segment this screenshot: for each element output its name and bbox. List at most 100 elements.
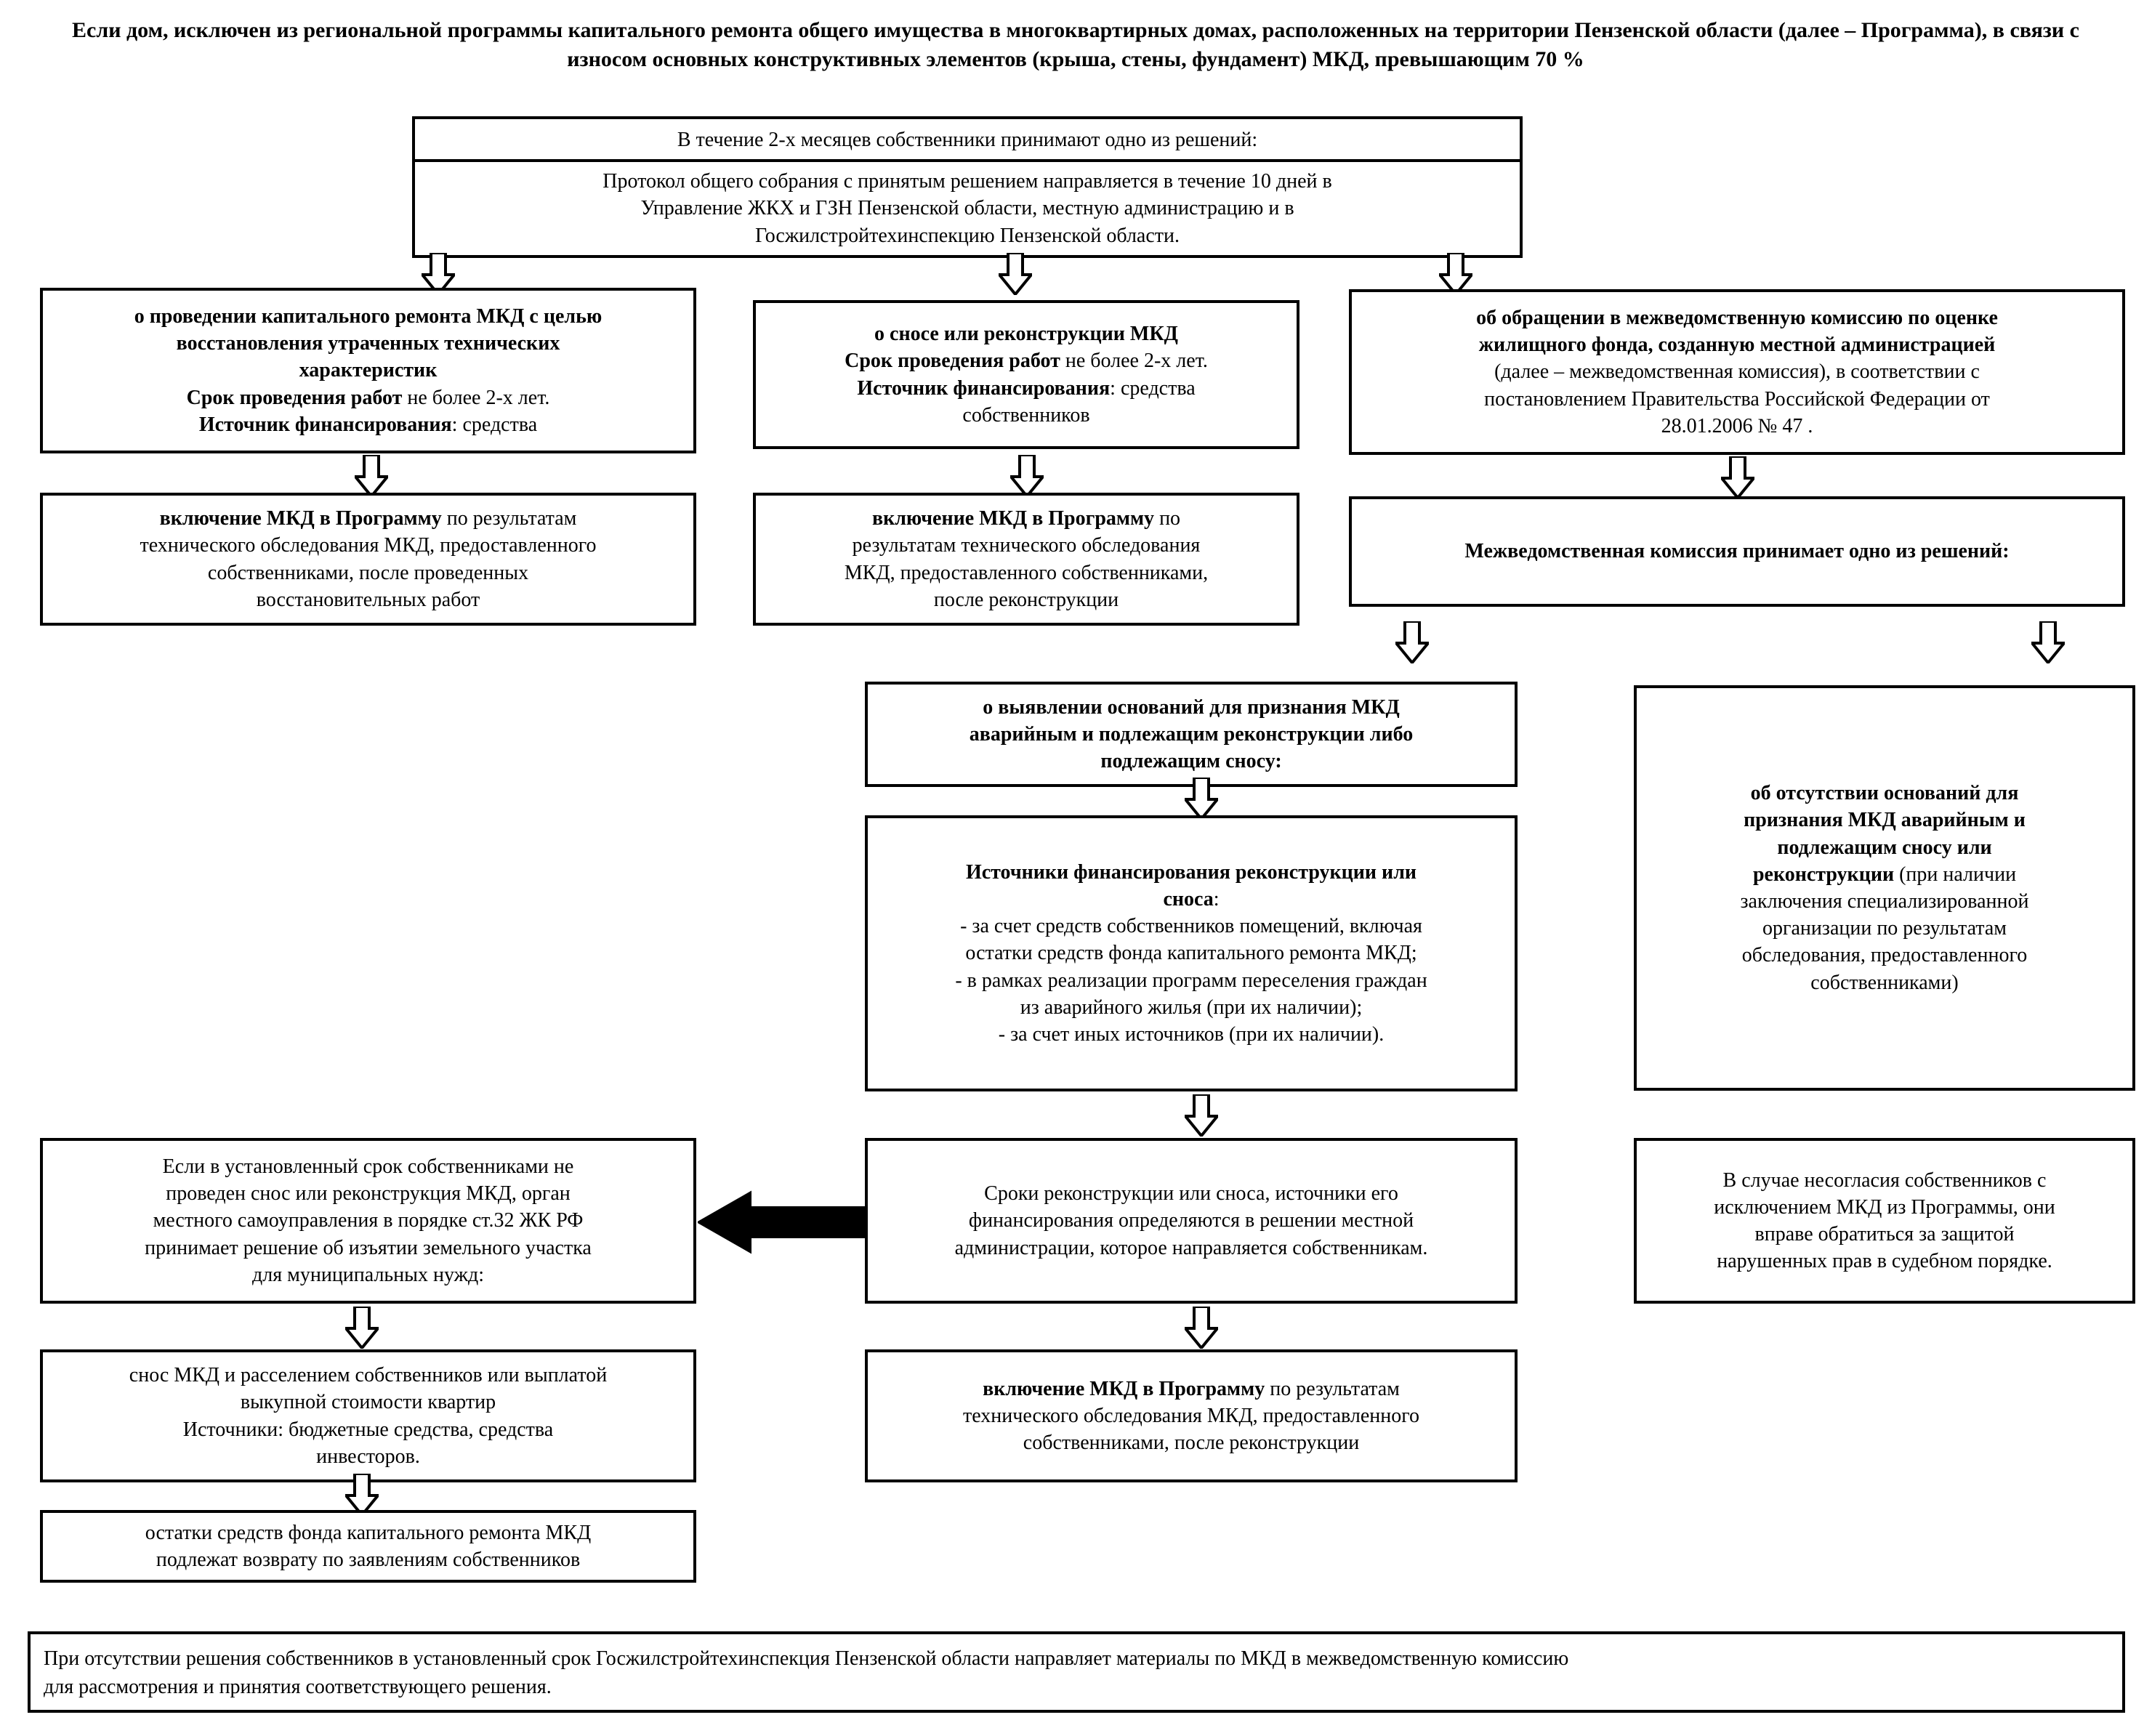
no-grounds-line2: признания МКД аварийным и xyxy=(1744,809,2026,832)
interdept-appeal-line4: постановлением Правительства Российской … xyxy=(1484,387,1990,411)
financing-sources-bullet1: - за счет средств собственников помещени… xyxy=(960,915,1422,938)
node-interdept-appeal: об обращении в межведомственную комиссию… xyxy=(1349,289,2125,455)
arrow-land-seizure-to-demolition-resettlement xyxy=(345,1307,379,1349)
include-program-mid-rest: по xyxy=(1154,507,1181,530)
include-program-mid-line1: включение МКД в Программу по xyxy=(763,505,1289,532)
owners-decision-body-line2: Управление ЖКХ и ГЗН Пензенской области,… xyxy=(640,197,1294,220)
capital-repair-line2: восстановления утраченных технических xyxy=(176,332,560,355)
arrow-to-capital-repair xyxy=(422,253,455,295)
demolition-resettlement-line3: Источники: бюджетные средства, средства xyxy=(182,1418,554,1441)
fund-remains-return-line1: остатки средств фонда капитального ремон… xyxy=(145,1521,592,1544)
include-program-bottom-line3: собственниками, после реконструкции xyxy=(1023,1432,1360,1455)
capital-repair-source-value: : средства xyxy=(451,413,538,436)
capital-repair-line5: Источник финансирования: средства xyxy=(50,411,686,438)
node-include-program-mid: включение МКД в Программу по результатам… xyxy=(753,493,1299,626)
node-owners-decision: В течение 2-х месяцев собственники прини… xyxy=(412,116,1523,258)
arrow-financing-to-terms xyxy=(1185,1094,1218,1137)
financing-sources-bullet2-cont: из аварийного жилья (при их наличии); xyxy=(1020,996,1363,1019)
node-include-program-bottom: включение МКД в Программу по результатам… xyxy=(865,1349,1518,1482)
interdept-appeal-line3: (далее – межведомственная комиссия), в с… xyxy=(1494,360,1980,384)
financing-sources-bullet3: - за счет иных источников (при их наличи… xyxy=(998,1023,1385,1046)
include-program-left-line2: технического обследования МКД, предостав… xyxy=(140,534,597,557)
include-program-bottom-line1: включение МКД в Программу по результатам xyxy=(875,1376,1507,1402)
capital-repair-line3: характеристик xyxy=(299,359,438,382)
include-program-left-bold: включение МКД в Программу xyxy=(159,507,442,530)
court-appeal-line1: В случае несогласия собственников с xyxy=(1722,1168,2047,1192)
financing-sources-bullet1-cont: остатки средств фонда капитального ремон… xyxy=(965,942,1417,965)
owners-decision-body-line3: Госжилстройтехинспекцию Пензенской облас… xyxy=(754,224,1180,247)
land-seizure-line2: проведен снос или реконструкция МКД, орг… xyxy=(166,1182,571,1206)
arrow-demolition-to-include-program xyxy=(1010,455,1044,497)
include-program-left-rest: по результатам xyxy=(441,507,577,530)
arrow-terms-to-include-program-bottom xyxy=(1185,1307,1218,1349)
arrow-terms-to-land-seizure xyxy=(698,1189,866,1256)
node-capital-repair: о проведении капитального ремонта МКД с … xyxy=(40,288,696,453)
demolition-resettlement-line2: выкупной стоимости квартир xyxy=(240,1391,496,1414)
owners-decision-body-line1: Протокол общего собрания с принятым реше… xyxy=(603,170,1332,193)
node-demolition-resettlement: снос МКД и расселением собственников или… xyxy=(40,1349,696,1482)
include-program-bottom-line2: технического обследования МКД, предостав… xyxy=(962,1404,1420,1427)
fund-remains-return-line2: подлежат возврату по заявлениям собствен… xyxy=(156,1549,581,1571)
arrow-to-demolition-reconstruction xyxy=(999,253,1032,295)
demolition-reconstruction-line1: о сносе или реконструкции МКД xyxy=(874,323,1178,346)
arrow-commission-to-no-grounds xyxy=(2031,621,2065,663)
land-seizure-line4: принимает решение об изъятии земельного … xyxy=(145,1236,592,1259)
demolition-term-label: Срок проведения работ xyxy=(845,350,1060,373)
include-program-left-line1: включение МКД в Программу по результатам xyxy=(50,505,686,532)
demolition-reconstruction-line4: собственников xyxy=(962,403,1090,427)
footer-note-line2: для рассмотрения и принятия соответствую… xyxy=(44,1676,552,1699)
node-commission-decides: Межведомственная комиссия принимает одно… xyxy=(1349,496,2125,607)
demolition-reconstruction-line3: Источник финансирования: средства xyxy=(763,375,1289,402)
arrow-demolition-resettlement-to-fund-remains xyxy=(345,1474,379,1516)
capital-repair-term-value: не более 2-х лет. xyxy=(402,386,550,409)
demolition-reconstruction-line2: Срок проведения работ не более 2-х лет. xyxy=(763,347,1289,374)
node-include-program-left: включение МКД в Программу по результатам… xyxy=(40,493,696,626)
no-grounds-line4: реконструкции (при наличии xyxy=(1644,861,2125,888)
include-program-bottom-rest: по результатам xyxy=(1265,1377,1400,1400)
terms-determined-line2: финансирования определяются в решении ме… xyxy=(968,1209,1414,1232)
demolition-source-value: : средства xyxy=(1110,376,1196,400)
financing-sources-bullet2: - в рамках реализации программ переселен… xyxy=(955,969,1427,992)
court-appeal-line4: нарушенных прав в судебном порядке. xyxy=(1717,1250,2052,1273)
land-seizure-line3: местного самоуправления в порядке ст.32 … xyxy=(153,1209,584,1232)
node-no-grounds: об отсутствии оснований для признания МК… xyxy=(1634,685,2135,1091)
no-grounds-line4-rest: (при наличии xyxy=(1894,863,2017,886)
no-grounds-line7: обследования, предоставленного xyxy=(1741,944,2028,967)
node-land-seizure: Если в установленный срок собственниками… xyxy=(40,1138,696,1304)
node-terms-determined: Сроки реконструкции или сноса, источники… xyxy=(865,1138,1518,1304)
demolition-resettlement-line4: инвесторов. xyxy=(316,1445,420,1468)
no-grounds-line1: об отсутствии оснований для xyxy=(1750,782,2019,805)
arrow-capital-repair-to-include-program xyxy=(355,455,388,497)
no-grounds-line8: собственниками) xyxy=(1810,971,1959,994)
include-program-left-line3: собственниками, после проведенных xyxy=(207,561,529,584)
owners-decision-header: В течение 2-х месяцев собственники прини… xyxy=(415,119,1520,163)
capital-repair-term-label: Срок проведения работ xyxy=(186,386,403,409)
node-demolition-reconstruction: о сносе или реконструкции МКД Срок прове… xyxy=(753,300,1299,449)
financing-sources-heading2-bold: сноса xyxy=(1163,887,1214,911)
terms-determined-line3: администрации, которое направляется собс… xyxy=(954,1236,1428,1259)
node-court-appeal: В случае несогласия собственников с искл… xyxy=(1634,1138,2135,1304)
interdept-appeal-line1: об обращении в межведомственную комиссию… xyxy=(1476,306,1998,329)
page-title: Если дом, исключен из региональной прогр… xyxy=(72,18,2079,71)
financing-sources-heading2: сноса: xyxy=(875,886,1507,913)
footer-note-line1: При отсутствии решения собственников в у… xyxy=(44,1647,1569,1670)
interdept-appeal-line5: 28.01.2006 № 47 . xyxy=(1661,414,1813,437)
demolition-resettlement-line1: снос МКД и расселением собственников или… xyxy=(129,1364,608,1387)
demolition-source-label: Источник финансирования xyxy=(857,376,1111,400)
arrow-commission-to-grounds-found xyxy=(1395,621,1429,663)
no-grounds-line5: заключения специализированной xyxy=(1740,890,2029,913)
node-grounds-found: о выявлении оснований для признания МКД … xyxy=(865,682,1518,787)
no-grounds-line6: организации по результатам xyxy=(1762,917,2007,940)
grounds-found-line1: о выявлении оснований для признания МКД xyxy=(983,695,1400,719)
grounds-found-line2: аварийным и подлежащим реконструкции либ… xyxy=(969,722,1414,746)
terms-determined-line1: Сроки реконструкции или сноса, источники… xyxy=(984,1182,1398,1206)
capital-repair-source-label: Источник финансирования xyxy=(198,413,452,436)
capital-repair-line4: Срок проведения работ не более 2-х лет. xyxy=(50,384,686,411)
financing-sources-heading1: Источники финансирования реконструкции и… xyxy=(965,860,1417,884)
include-program-mid-line4: после реконструкции xyxy=(933,588,1119,611)
grounds-found-line3: подлежащим сносу: xyxy=(1100,750,1282,773)
no-grounds-line4-bold: реконструкции xyxy=(1752,863,1895,886)
arrow-to-interdept-appeal xyxy=(1439,253,1472,295)
commission-decides-text: Межведомственная комиссия принимает одно… xyxy=(1464,540,2010,563)
